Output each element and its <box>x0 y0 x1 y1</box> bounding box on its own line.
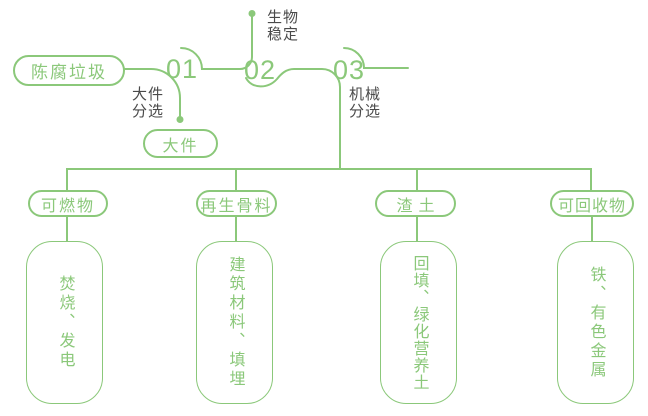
detail-box-combustible: 焚烧、发电 <box>26 241 103 404</box>
step2-branch-dot <box>248 10 256 17</box>
step-number-01: 01 <box>165 54 199 84</box>
detail-box-recyclable: 铁、有色金属 <box>557 241 634 404</box>
detail-slag-text: 回填、绿化营养土 <box>410 254 428 391</box>
category-combustible-label: 可燃物 <box>40 197 95 215</box>
category-aggregate-label: 再生骨料 <box>200 197 273 215</box>
category-node-slag: 渣土 <box>375 190 456 217</box>
step-number-02: 02 <box>243 55 277 85</box>
flow-step2-to-step3-drop <box>245 68 341 170</box>
step2-label-bio-stabilization: 生物 稳定 <box>267 9 300 43</box>
category-slag-label: 渣土 <box>396 197 441 215</box>
endpoint-dots <box>176 10 256 123</box>
step3-label-mechanical-sorting: 机械 分选 <box>349 86 382 120</box>
detail-box-slag: 回填、绿化营养土 <box>380 241 457 404</box>
step1-branch-dot <box>176 116 184 123</box>
flow-step1-to-step2-riser <box>180 16 253 70</box>
step1-label-bulky-sorting: 大件 分选 <box>132 86 165 120</box>
detail-box-recycled-aggregate: 建筑材料、填埋 <box>196 241 273 404</box>
detail-aggregate-text: 建筑材料、填埋 <box>226 256 244 389</box>
output-bulky-label: 大件 <box>162 137 199 155</box>
distribution-line <box>66 168 592 191</box>
flow-root-to-step1-branch <box>124 68 181 117</box>
root-node-label: 陈腐垃圾 <box>31 63 107 82</box>
root-node-aged-refuse: 陈腐垃圾 <box>13 55 125 86</box>
step-number-03: 03 <box>332 55 366 85</box>
detail-recyclable-text: 铁、有色金属 <box>587 265 605 380</box>
category-node-combustible: 可燃物 <box>28 190 108 217</box>
flow-step3-tail <box>343 47 409 69</box>
detail-combustible-text: 焚烧、发电 <box>56 275 74 370</box>
category-recyclable-label: 可回收物 <box>557 197 626 215</box>
category-node-recycled-aggregate: 再生骨料 <box>196 190 277 217</box>
output-node-bulky: 大件 <box>143 129 218 158</box>
flow-lines <box>66 16 593 242</box>
category-node-recyclable: 可回收物 <box>550 190 634 217</box>
